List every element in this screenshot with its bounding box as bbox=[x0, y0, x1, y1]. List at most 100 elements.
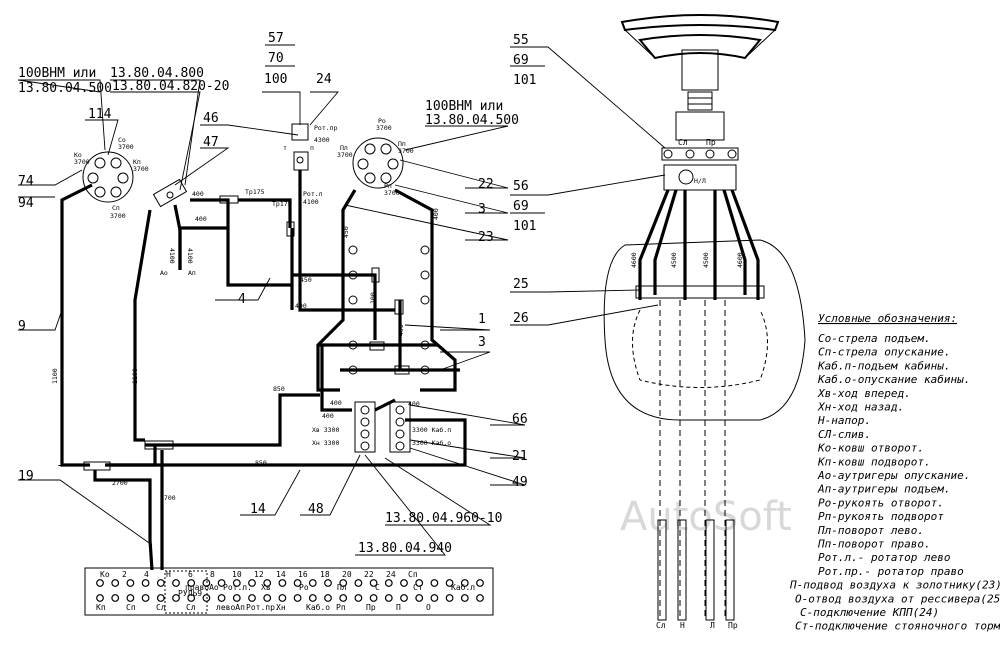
svg-text:850: 850 bbox=[273, 385, 285, 393]
callout-13-80-04-960: 13.80.04.960-10 bbox=[385, 511, 502, 526]
panel-label: 20 bbox=[342, 570, 352, 579]
legend-item: Н-напор. bbox=[817, 414, 871, 427]
panel-label: Сп bbox=[126, 603, 136, 612]
port-pl: Пл bbox=[340, 144, 348, 152]
block-21: 3300 Каб.п 3300 Каб.о bbox=[389, 401, 451, 453]
steering-bottom-sl: Сл bbox=[656, 621, 666, 630]
svg-text:850: 850 bbox=[255, 459, 267, 467]
svg-text:400: 400 bbox=[397, 324, 405, 336]
panel-port bbox=[339, 594, 348, 602]
legend-item: Каб.о-опускание кабины. bbox=[817, 373, 970, 386]
legend-item: Ао-аутригеры опускание. bbox=[817, 469, 970, 482]
callout-114: 114 bbox=[88, 107, 112, 122]
panel-port bbox=[172, 579, 180, 587]
bulkhead-ports bbox=[348, 245, 430, 375]
legend-item: Рот.л.- ротатор лево bbox=[818, 551, 950, 564]
panel-port bbox=[354, 594, 363, 602]
panel-label: Хн bbox=[276, 603, 286, 612]
callout-23: 23 bbox=[478, 230, 494, 245]
panel-port bbox=[126, 579, 135, 587]
panel-port bbox=[369, 579, 378, 587]
svg-text:3700: 3700 bbox=[398, 147, 414, 155]
steering-bottom-pr: Пр bbox=[728, 621, 738, 630]
panel-label: правоАо bbox=[185, 583, 219, 592]
callout-56: 56 bbox=[513, 179, 529, 194]
legend-item: Ро-рукоять отворот. bbox=[818, 496, 944, 509]
callout-49: 49 bbox=[512, 475, 528, 490]
svg-text:4500: 4500 bbox=[670, 252, 678, 268]
callout-48: 48 bbox=[308, 502, 324, 517]
rotator-valve: т п Рот.пр 4300 Рот.л 4100 bbox=[283, 123, 338, 206]
panel-port bbox=[232, 594, 241, 602]
callout-13-80-04-940: 13.80.04.940 bbox=[358, 541, 452, 556]
panel-port bbox=[126, 594, 135, 602]
callout-57: 57 bbox=[268, 31, 284, 46]
svg-text:13.80.04.500: 13.80.04.500 bbox=[18, 81, 112, 96]
panel-port bbox=[96, 579, 104, 587]
svg-text:Хн 3300: Хн 3300 bbox=[312, 439, 339, 447]
legend-item: П-подвод воздуха к золотнику(23) bbox=[789, 579, 1000, 592]
panel-label: Рп bbox=[336, 603, 346, 612]
legend-title: Условные обозначения: bbox=[818, 312, 957, 325]
panel-label: 14 bbox=[276, 570, 286, 579]
port-rotl: Рот.л bbox=[303, 190, 323, 198]
panel-port bbox=[156, 579, 165, 587]
panel-label: РУЛЬ9 bbox=[178, 589, 202, 598]
panel-port bbox=[400, 579, 408, 587]
svg-text:4100: 4100 bbox=[303, 198, 319, 206]
callout-13-80-04-800: 13.80.04.800 bbox=[110, 66, 204, 81]
svg-text:3700: 3700 bbox=[74, 158, 90, 166]
legend-item: Пл-поворот лево. bbox=[817, 524, 924, 537]
panel-port bbox=[187, 594, 196, 602]
panel-port bbox=[415, 579, 424, 587]
svg-text:400: 400 bbox=[432, 208, 440, 220]
svg-text:т: т bbox=[283, 144, 287, 152]
callout-100vnm-right: 100ВНМ или bbox=[425, 99, 503, 114]
panel-port bbox=[384, 579, 393, 587]
port-kp: Кп bbox=[133, 158, 141, 166]
callout-100: 100 bbox=[264, 72, 287, 87]
legend-item: С-подключение КПП(24) bbox=[800, 606, 939, 619]
callout-14: 14 bbox=[250, 502, 266, 517]
panel-label: 24 bbox=[386, 570, 396, 579]
svg-text:400: 400 bbox=[330, 399, 342, 407]
panel-port bbox=[430, 594, 439, 602]
panel-label: Н bbox=[166, 570, 171, 579]
callout-46: 46 bbox=[203, 111, 219, 126]
legend-item: Ап-аутригеры подъем. bbox=[817, 483, 950, 496]
valve-47 bbox=[152, 178, 188, 208]
panel-port bbox=[324, 579, 332, 587]
callout-21: 21 bbox=[512, 449, 528, 464]
callout-55: 55 bbox=[513, 33, 529, 48]
panel-label: 18 bbox=[320, 570, 330, 579]
panel-label: Рот.пр. bbox=[246, 603, 280, 612]
legend: Условные обозначения: Со-стрела подъем.С… bbox=[789, 312, 1000, 633]
callout-3-top: 3 bbox=[478, 202, 486, 217]
panel-port bbox=[460, 579, 469, 587]
callout-1: 1 bbox=[478, 312, 486, 327]
svg-text:Ао: Ао bbox=[160, 269, 168, 277]
panel-label: Пл bbox=[337, 583, 347, 592]
joystick-valve-left: Ко 3700 Со 3700 Кп 3700 Сп 3700 bbox=[74, 136, 149, 220]
steering-bottom-n: Н bbox=[680, 621, 685, 630]
panel-port bbox=[111, 579, 120, 587]
port-rotpr: Рот.пр bbox=[314, 124, 338, 132]
port-ro: Ро bbox=[378, 117, 386, 125]
port-so: Со bbox=[118, 136, 126, 144]
panel-port bbox=[308, 579, 317, 587]
svg-text:3700: 3700 bbox=[337, 151, 353, 159]
panel-port bbox=[445, 579, 454, 587]
panel-port bbox=[339, 579, 348, 587]
port-rp: Рп bbox=[384, 182, 392, 190]
svg-text:2700: 2700 bbox=[112, 479, 128, 487]
panel-port bbox=[217, 594, 226, 602]
callout-66: 66 bbox=[512, 412, 528, 427]
panel-label: Пр bbox=[366, 603, 376, 612]
panel-port bbox=[172, 594, 180, 602]
block-48: Хв 3300 Хн 3300 bbox=[312, 401, 376, 453]
svg-text:Н/Л: Н/Л bbox=[694, 177, 706, 185]
panel-port bbox=[460, 594, 469, 602]
callout-101-top: 101 bbox=[513, 73, 536, 88]
port-sp: Сп bbox=[112, 204, 120, 212]
panel-label: Хв bbox=[261, 583, 271, 592]
